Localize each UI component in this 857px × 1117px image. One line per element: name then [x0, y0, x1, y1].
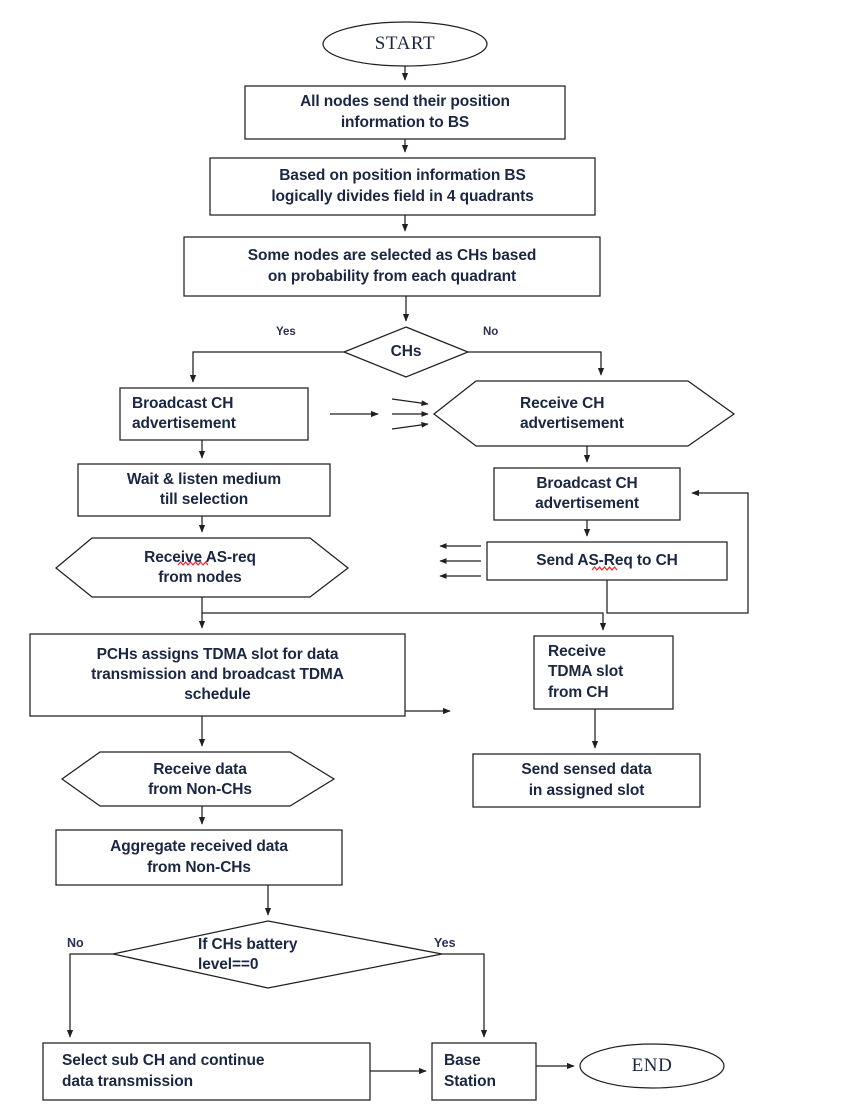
shape-receive-ch-adv: [432, 380, 736, 447]
squiggle-as-req-left: [177, 561, 209, 566]
shape-broadcast-ch-right: [493, 467, 681, 521]
shape-receive-as-req: [55, 537, 350, 598]
shape-aggregate: [55, 829, 343, 886]
edge-battery-no: [66, 953, 113, 1038]
shape-receive-tdma: [533, 635, 674, 710]
shape-select-chs: [183, 236, 601, 297]
edge-adv-in-3: [391, 422, 429, 430]
shape-chs-decision: [342, 326, 470, 378]
shape-broadcast-ch-left: [119, 387, 309, 441]
shape-send-as-req: [486, 541, 728, 581]
spellcheck-marks: [177, 561, 618, 571]
edge-send-as-req-loopback: [606, 489, 749, 614]
edge-battery-yes: [442, 953, 488, 1038]
shape-base-station: [431, 1042, 537, 1101]
shape-all-nodes-send: [244, 85, 566, 140]
shape-send-sensed: [472, 753, 701, 808]
shape-end: [579, 1043, 725, 1089]
shape-start: [322, 21, 488, 67]
shape-select-sub-ch: [42, 1042, 371, 1101]
edge-receive-as-req-right: [202, 612, 607, 631]
squiggle-as-req-right: [591, 566, 618, 571]
edge-chs-no-branch: [468, 351, 605, 376]
edge-chs-yes-branch: [189, 351, 344, 383]
shape-battery-decision: [112, 920, 443, 989]
shape-pchs-assigns: [29, 633, 406, 717]
shape-bs-divides: [209, 157, 596, 216]
edge-adv-in-1: [391, 398, 429, 406]
shape-wait-listen: [77, 463, 331, 517]
shape-receive-data: [60, 751, 336, 807]
